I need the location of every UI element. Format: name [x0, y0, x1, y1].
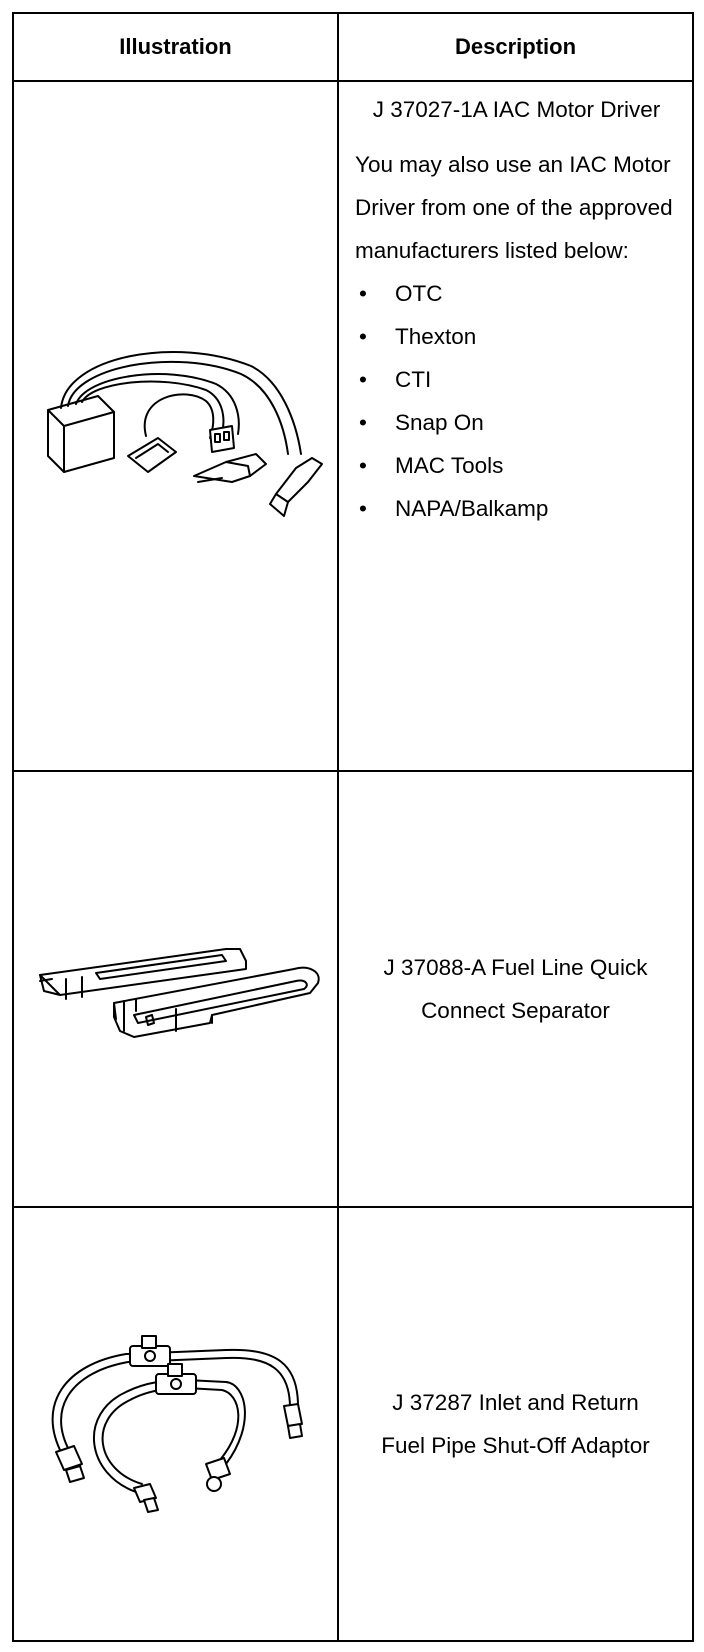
description-cell: J 37287 Inlet and Return Fuel Pipe Shut-… [337, 1206, 694, 1642]
special-tools-table: Illustration Description [12, 12, 694, 1642]
description-cell: J 37027-1A IAC Motor Driver You may also… [337, 80, 694, 772]
illustration-cell [12, 770, 339, 1208]
list-item: NAPA/Balkamp [355, 487, 678, 530]
tool-note: You may also use an IAC Motor Driver fro… [355, 152, 673, 263]
list-item: OTC [355, 272, 678, 315]
list-item: MAC Tools [355, 444, 678, 487]
iac-motor-driver-icon [46, 350, 323, 517]
list-item: Snap On [355, 401, 678, 444]
illustration-cell [12, 1206, 339, 1642]
list-item: Thexton [355, 315, 678, 358]
tool-title: J 37027-1A IAC Motor Driver [372, 97, 661, 122]
illustration-cell [12, 80, 339, 772]
table-row: J 37287 Inlet and Return Fuel Pipe Shut-… [12, 1206, 694, 1642]
table-header-row: Illustration Description [12, 12, 694, 82]
tool-title: J 37287 Inlet and Return Fuel Pipe Shut-… [381, 1390, 650, 1458]
table-row: J 37027-1A IAC Motor Driver You may also… [12, 80, 694, 772]
manufacturer-list: OTC Thexton CTI Snap On MAC Tools NAPA/B… [355, 272, 678, 530]
fuel-line-separator-icon [38, 948, 320, 1038]
table-row: J 37088-A Fuel Line Quick Connect Separa… [12, 770, 694, 1208]
list-item: CTI [355, 358, 678, 401]
tool-title: J 37088-A Fuel Line Quick Connect Separa… [383, 955, 648, 1023]
description-cell: J 37088-A Fuel Line Quick Connect Separa… [337, 770, 694, 1208]
description-column-header: Description [337, 12, 694, 82]
shut-off-adaptor-icon [51, 1335, 303, 1513]
illustration-column-header: Illustration [12, 12, 339, 82]
